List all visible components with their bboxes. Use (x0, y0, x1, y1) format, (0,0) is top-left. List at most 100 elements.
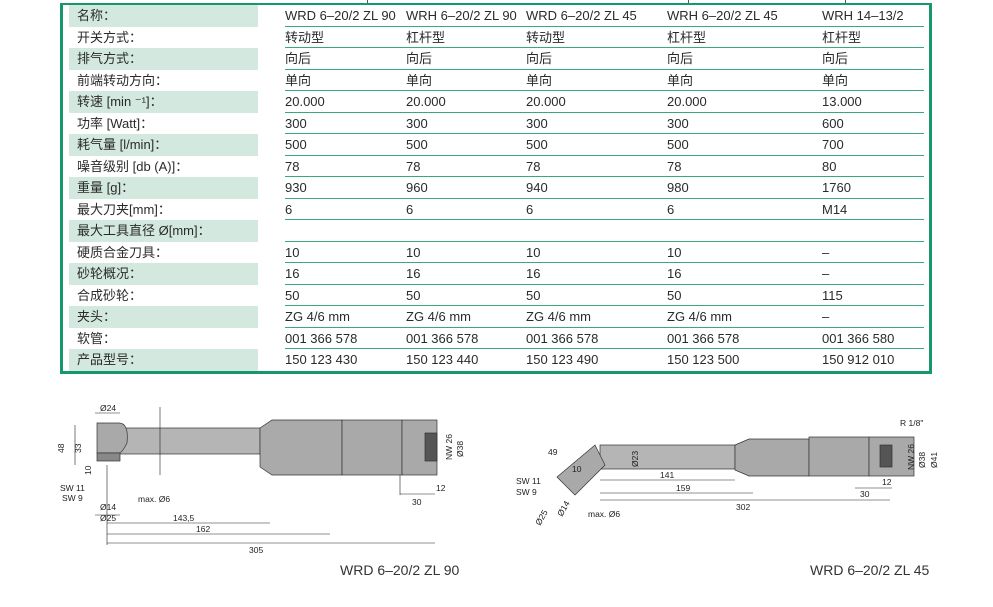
table-cell: 150 123 490 (526, 352, 599, 367)
table-cell: 20.000 (667, 91, 823, 113)
dim-h33: 33 (73, 443, 83, 453)
dim-d38: Ø38 (455, 441, 465, 457)
row-label: 软管： (77, 330, 117, 346)
table-cell: 杠杆型 (667, 27, 823, 48)
dim-159: 159 (676, 483, 690, 493)
table-cell: ZG 4/6 mm (667, 306, 823, 328)
table-cell: 杠杆型 (406, 27, 527, 48)
table-cell: 向后 (406, 48, 527, 70)
table-cell: 单向 (822, 70, 924, 91)
table-cell: 16 (526, 263, 668, 285)
row-label: 砂轮概况： (69, 263, 258, 285)
table-cell: 500 (285, 134, 407, 156)
dim-nw26: NW 26 (444, 434, 454, 460)
table-row: 前端转动方向：单向单向单向单向单向 (63, 70, 929, 91)
table-cell: 980 (667, 177, 823, 199)
table-cell: – (822, 306, 924, 328)
table-cell: 500 (526, 134, 668, 156)
caption-right: WRD 6–20/2 ZL 45 (810, 562, 930, 578)
table-cell (285, 220, 407, 242)
dim-d23: Ø23 (630, 451, 640, 467)
row-label: 前端转动方向： (77, 72, 169, 88)
table-cell: 80 (822, 156, 924, 177)
row-label: 开关方式： (77, 29, 143, 45)
table-cell: 300 (285, 113, 407, 134)
table-cell: 16 (667, 263, 823, 285)
table-cell: 300 (526, 113, 668, 134)
dim-sw11: SW 11 (516, 476, 541, 486)
dim-h48: 48 (56, 443, 66, 453)
dim-max6: max. Ø6 (588, 509, 620, 519)
table-cell: 6 (667, 199, 823, 220)
table-cell: 20.000 (406, 91, 527, 113)
table-cell: 20.000 (526, 91, 668, 113)
table-cell: 向后 (822, 48, 924, 70)
dim-max6: max. Ø6 (138, 494, 170, 504)
table-cell: – (822, 242, 924, 263)
dim-143-5: 143,5 (173, 513, 195, 523)
row-label: 功率 [Watt]： (77, 115, 154, 131)
table-cell: 10 (406, 242, 527, 263)
table-cell: 向后 (526, 48, 668, 70)
table-cell: 10 (285, 242, 407, 263)
table-cell: 6 (285, 199, 407, 220)
table-cell (526, 220, 668, 242)
table-cell: 001 366 578 (526, 328, 668, 349)
table-cell: 930 (285, 177, 407, 199)
dim-d14: Ø14 (555, 499, 572, 518)
dim-141: 141 (660, 470, 674, 480)
table-cell: 960 (406, 177, 527, 199)
table-cell: 940 (526, 177, 668, 199)
table-cell: 300 (406, 113, 527, 134)
table-row: 开关方式：转动型杠杆型转动型杠杆型杠杆型 (63, 27, 929, 48)
table-cell: 500 (667, 134, 823, 156)
dim-d41: Ø41 (929, 452, 939, 468)
row-label: 转速 [min ⁻¹]： (69, 91, 258, 113)
table-cell: 50 (406, 285, 527, 306)
row-label: 排气方式： (69, 48, 258, 70)
table-cell: 10 (526, 242, 668, 263)
row-label: 耗气量 [l/min]： (69, 134, 258, 156)
dim-r18: R 1/8" (900, 418, 923, 428)
table-cell: ZG 4/6 mm (285, 306, 407, 328)
table-cell (822, 220, 924, 242)
dim-h10: 10 (572, 464, 582, 474)
table-cell: 700 (822, 134, 924, 156)
dim-d24: Ø24 (100, 403, 116, 413)
dim-30: 30 (860, 489, 870, 499)
dim-d25: Ø25 (100, 513, 116, 523)
dim-302: 302 (736, 502, 750, 512)
row-label: 最大刀夹[mm]： (77, 201, 171, 217)
table-cell: WRD 6–20/2 ZL 45 (526, 5, 668, 27)
row-label: 名称： (69, 5, 258, 27)
table-cell: 150 123 500 (667, 352, 740, 367)
row-label: 最大工具直径 Ø[mm]： (69, 220, 258, 242)
dim-d14: Ø14 (100, 502, 116, 512)
dim-nw26: NW 26 (906, 444, 916, 470)
table-cell: 6 (406, 199, 527, 220)
table-cell: 001 366 580 (822, 328, 924, 349)
dim-h49: 49 (548, 447, 558, 457)
table-row: 排气方式：向后向后向后向后向后 (63, 48, 929, 70)
table-cell: 150 912 010 (822, 352, 895, 367)
table-cell: 78 (285, 156, 407, 177)
dim-12: 12 (436, 483, 446, 493)
table-cell: 001 366 578 (667, 328, 823, 349)
divider (688, 0, 689, 3)
table-cell: 16 (285, 263, 407, 285)
table-cell: WRH 14–13/2 (822, 5, 924, 27)
row-label: 合成砂轮： (77, 287, 143, 303)
table-cell: 13.000 (822, 91, 924, 113)
table-cell: 150 123 430 (285, 352, 358, 367)
table-cell (406, 220, 527, 242)
table-cell: 10 (667, 242, 823, 263)
table-cell: 300 (667, 113, 823, 134)
dim-d38: Ø38 (917, 452, 927, 468)
